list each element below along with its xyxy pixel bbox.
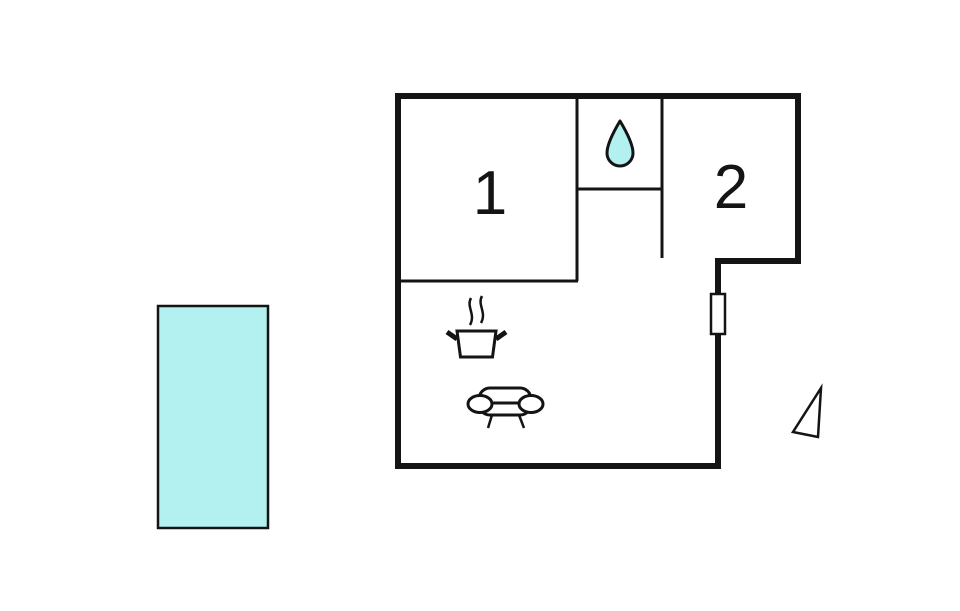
cooking-pot-icon [445, 295, 508, 359]
water-drop-icon [605, 119, 635, 168]
swimming-pool [156, 304, 270, 530]
steam-line [468, 297, 474, 326]
room-2-label: 2 [713, 153, 749, 222]
sofa-armrest-right [517, 394, 545, 414]
pot-handle-left [445, 329, 459, 342]
pot-handle-right [494, 329, 508, 342]
exterior-walls [395, 93, 801, 469]
pot-body [455, 329, 498, 359]
steam-line [479, 295, 485, 324]
sofa-leg-left [486, 414, 494, 429]
room-1-label: 1 [472, 159, 508, 228]
window-marker [709, 292, 727, 336]
sofa-armrest-left [466, 394, 494, 414]
sofa-icon [466, 386, 545, 429]
north-arrow-icon [790, 383, 823, 439]
interior-walls [398, 96, 664, 283]
sofa-leg-right [517, 414, 526, 429]
